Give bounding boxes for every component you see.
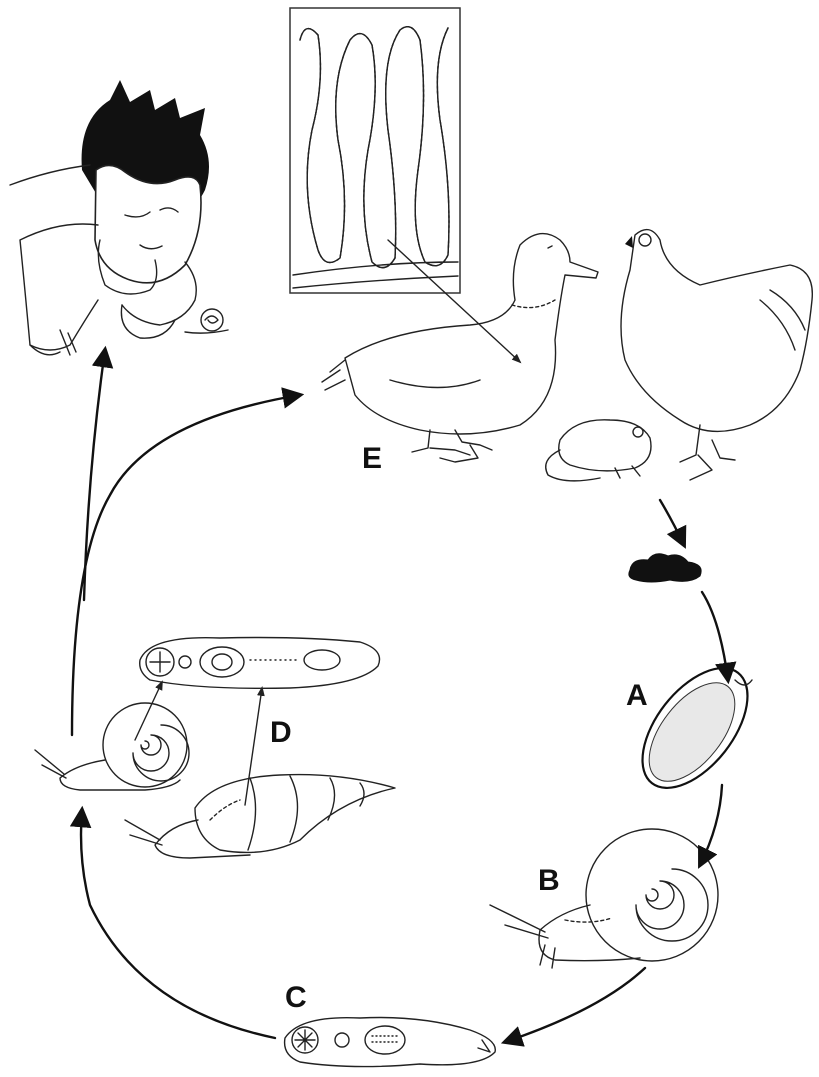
arrow-sporocyst-to-second-snail xyxy=(81,810,275,1038)
sporocyst-stage xyxy=(285,1018,496,1067)
arrow-host-to-feces xyxy=(660,500,684,545)
arrow-snail-to-sporocyst xyxy=(505,968,645,1042)
label-a: A xyxy=(626,679,648,712)
label-b: B xyxy=(538,864,560,897)
chicken-host xyxy=(621,230,812,480)
human-host xyxy=(10,80,228,355)
adult-worm-inset xyxy=(290,8,520,362)
arrow-snail-to-duck xyxy=(72,395,300,735)
label-c: C xyxy=(285,981,307,1014)
conical-snail-host xyxy=(125,688,395,858)
snail-first-host xyxy=(490,829,718,968)
feces-icon xyxy=(629,554,701,582)
metacercaria-stage xyxy=(140,638,380,689)
egg-stage xyxy=(622,649,768,806)
snail-second-host xyxy=(35,682,189,790)
label-d: D xyxy=(270,716,292,749)
arrow-feces-to-egg xyxy=(702,592,728,680)
rat-host xyxy=(546,420,651,481)
label-e: E xyxy=(362,442,382,475)
